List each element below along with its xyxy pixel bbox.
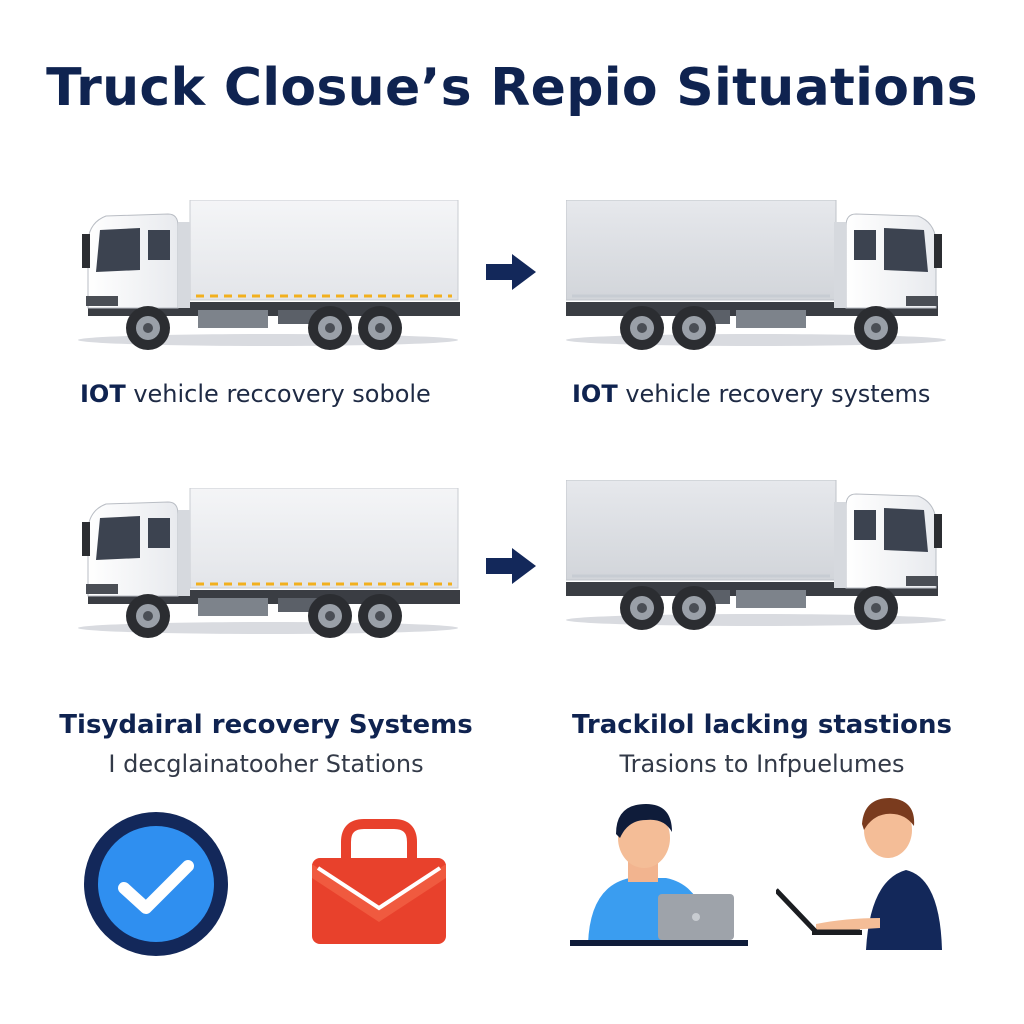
page-title: Truck Closue’s Repio Situations [46, 58, 978, 118]
person-laptop-icon-right [776, 798, 942, 950]
check-circle-icon [84, 812, 228, 956]
arrow-right-icon [486, 254, 536, 290]
row1-left-label-bold: IOT [80, 380, 126, 408]
row1-left-label-text: vehicle reccovery sobole [125, 380, 431, 408]
person-laptop-icon-left [570, 804, 748, 946]
row1-right-label-bold: IOT [572, 380, 618, 408]
truck-image-left-1 [78, 200, 468, 360]
truck-image-right-2 [566, 480, 956, 640]
truck-image-right-1 [566, 200, 956, 360]
row1-right-label-text: vehicle recovery systems [617, 380, 931, 408]
truck-image-left-2 [78, 488, 468, 648]
bottom-left-subtitle: I decglainatooher Stations [108, 750, 424, 778]
arrow-right-icon [486, 548, 536, 584]
bottom-right-subtitle: Trasions to Infpuelumes [619, 750, 905, 778]
bottom-left-heading: Tisydairal recovery Systems [59, 710, 473, 740]
envelope-bag-icon [312, 819, 446, 944]
row1-left-label: IOT vehicle reccovery sobole [80, 380, 431, 408]
bottom-right-heading: Trackilol lacking stastions [572, 710, 952, 740]
row1-right-label: IOT vehicle recovery systems [572, 380, 930, 408]
